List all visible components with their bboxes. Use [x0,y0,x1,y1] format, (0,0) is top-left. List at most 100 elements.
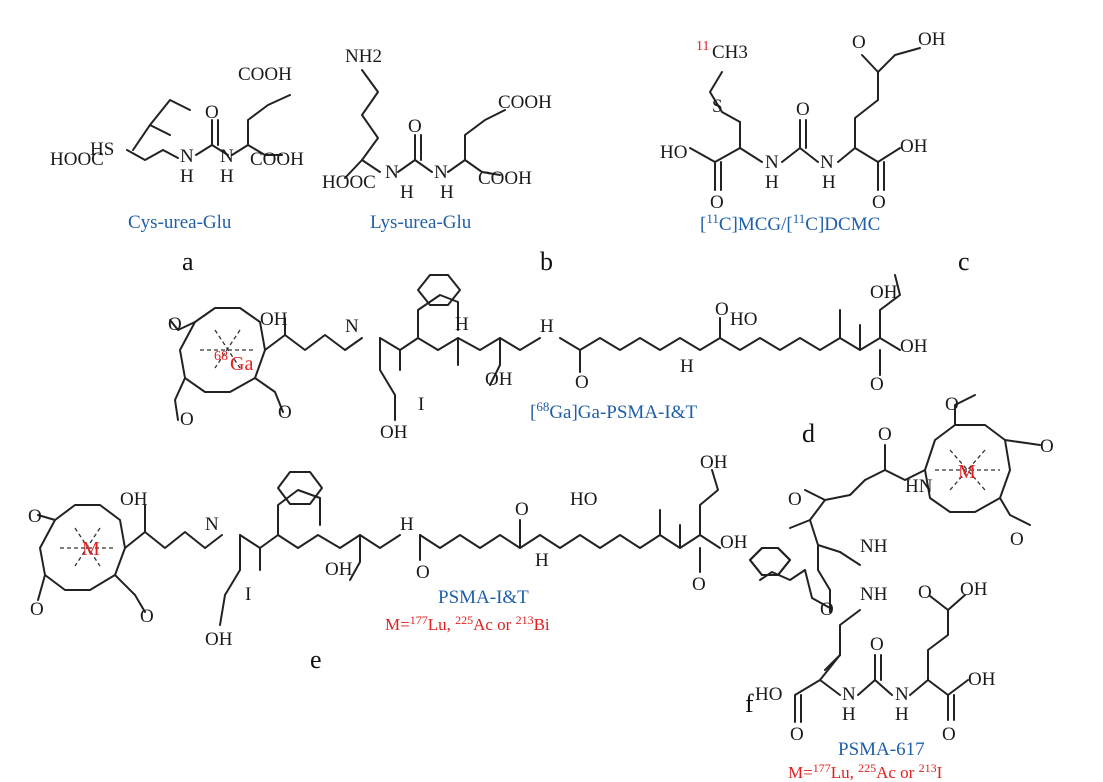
cooh-right-label: COOH [250,149,304,170]
o1-label: O [168,314,182,335]
panel-b-caption: Lys-urea-Glu [370,212,472,233]
panel-a-caption: Cys-urea-Glu [128,212,232,233]
o5-label: O [715,299,729,320]
panel-f-structure: O O O HN O O NH O NH HO O N H O N H OH O… [749,394,1054,745]
m-metal: M [82,538,100,560]
carbonyl-o-label: O [205,102,219,123]
o2-label: O [796,99,810,120]
o4-label: O [416,562,430,583]
o6-label: O [692,574,706,595]
h2-label: H [220,166,234,187]
oh5-label: OH [720,532,748,553]
o7-label: O [790,724,804,745]
n2-label: N [434,162,448,183]
n2-label: N [895,684,909,705]
panel-e-metal-note: M=177Lu, 225Ac or 213Bi [385,613,550,634]
o1-label: O [710,192,724,213]
o10-label: O [918,582,932,603]
iodine-label: I [245,584,251,605]
panel-d-letter: d [802,419,815,448]
hooc-label: HOOC [50,149,104,170]
panel-d-caption: [68Ga]Ga-PSMA-I&T [530,399,697,423]
n1-label: N [180,146,194,167]
h1-label: H [842,704,856,725]
panel-b-structure: NH2 HOOC O N H N H COOH COOH [322,46,552,203]
o8-label: O [870,634,884,655]
carbonyl-o-label: O [408,116,422,137]
o5-label: O [515,499,529,520]
h1-label: H [765,172,779,193]
o6-label: O [870,374,884,395]
h1-label: H [400,182,414,203]
ch3-label: CH3 [712,42,748,63]
hooc-label: HOOC [322,172,376,193]
o3-label: O [872,192,886,213]
oh1-label: OH [260,309,288,330]
oh2-label: OH [918,29,946,50]
ho-label: HO [730,309,757,330]
s-label: S [712,96,723,117]
n2-label: H [680,356,694,377]
oh1-label: OH [968,669,996,690]
ga-metal: Ga [230,353,253,375]
c11-isotope: 11 [696,39,709,54]
panel-e-caption: PSMA-I&T [438,587,529,608]
o3-label: O [278,402,292,423]
panel-d-structure: O O O OH N H OH O H H O OH I HO OH O OH … [168,274,928,443]
nh-label: H [540,316,554,337]
n-label: N [345,316,359,337]
o1-label: O [945,394,959,415]
n1-label: N [205,514,219,535]
ga-isotope: 68 [214,349,228,364]
oh1-label: OH [900,136,928,157]
cooh-top-label: COOH [498,92,552,113]
n2-label: N [220,146,234,167]
o2-label: O [180,409,194,430]
ho-label: HO [660,142,687,163]
oh2-label: OH [205,629,233,650]
n2-label: N [820,152,834,173]
panel-c-letter: c [958,247,970,276]
oh3-label: OH [380,422,408,443]
panel-f-letter: f [745,689,754,718]
panel-a-structure: HS HOOC O N H N H COOH COOH [50,64,304,187]
panel-b-letter: b [540,247,553,276]
panel-e-structure: O O O OH N OH I OH H O O H HO OH OH O M [28,452,748,650]
panel-f-metal-note: M=177Lu, 225Ac or 213I [788,761,943,782]
h2-label: H [822,172,836,193]
cooh-top-label: COOH [238,64,292,85]
iodine-label: I [418,394,424,415]
ho-label: HO [755,684,782,705]
panel-e-letter: e [310,645,322,674]
hs-label: HS [90,139,114,160]
hn-label: HN [905,476,933,497]
o4-label: O [852,32,866,53]
panel-c-structure: 11 CH3 S HO O N H O N H OH O O OH [660,29,946,213]
n1-label: N [842,684,856,705]
oh2-label: OH [960,579,988,600]
o5-label: O [788,489,802,510]
oh4-label: OH [900,336,928,357]
panel-a-letter: a [182,247,194,276]
m-metal: M [958,461,976,483]
ho-label: HO [570,489,597,510]
oh3-label: OH [325,559,353,580]
h1-label: H [400,514,414,535]
nh2-label: NH [860,584,888,605]
nh2-label: NH2 [345,46,382,67]
panel-f-caption: PSMA-617 [838,739,925,760]
o3-label: O [140,606,154,627]
o3-label: O [1010,529,1024,550]
o6-label: O [820,599,834,620]
o1-label: O [28,506,42,527]
oh2-label: OH [485,369,513,390]
o2-label: O [1040,436,1054,457]
o4-label: O [878,424,892,445]
oh5-label: OH [870,282,898,303]
h2-label: H [440,182,454,203]
o2-label: O [30,599,44,620]
h1-label: H [180,166,194,187]
nh1-label: NH [860,536,888,557]
oh1-label: OH [120,489,148,510]
